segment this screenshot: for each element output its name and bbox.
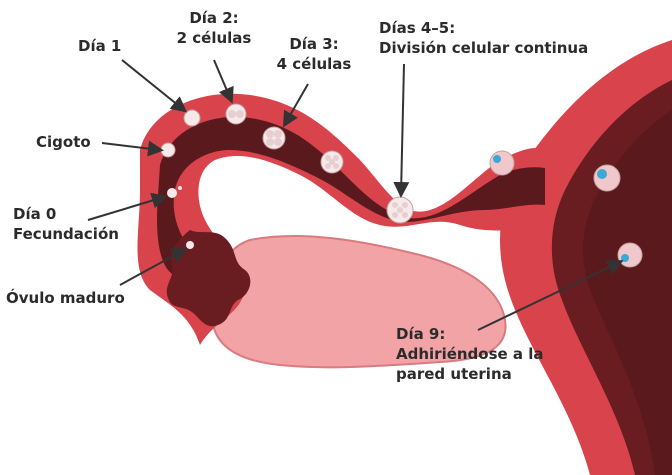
label-dia2-line2: 2 células (168, 28, 260, 48)
mature-ovum (186, 241, 194, 249)
label-cigoto-text: Cigoto (36, 132, 91, 152)
arrow-dia2 (214, 60, 231, 100)
label-dia0-line1: Día 0 (13, 204, 119, 224)
two-cell-embryo (226, 104, 246, 124)
dividing-embryo (387, 197, 413, 223)
zygote-cell (161, 143, 175, 157)
label-dia9-line2: Adhiriéndose a la (396, 344, 544, 364)
label-dia0-line2: Fecundación (13, 224, 119, 244)
label-dia0: Día 0 Fecundación (13, 204, 119, 244)
label-dia1-text: Día 1 (78, 36, 121, 56)
arrow-dia1 (122, 60, 184, 110)
four-cell-embryo (263, 127, 285, 149)
morula-cell (321, 151, 343, 173)
label-dia3: Día 3: 4 células (264, 34, 364, 74)
label-dia9-line1: Día 9: (396, 324, 544, 344)
label-dia1: Día 1 (78, 36, 121, 56)
label-dia2-line1: Día 2: (168, 8, 260, 28)
label-dias45-line1: Días 4–5: (379, 18, 588, 38)
implanting-blastocyst (618, 243, 642, 267)
label-cigoto: Cigoto (36, 132, 91, 152)
day1-cell (184, 110, 200, 126)
blastocyst-1 (490, 151, 514, 175)
label-dia2: Día 2: 2 células (168, 8, 260, 48)
label-dia9-line3: pared uterina (396, 364, 544, 384)
label-dia3-line2: 4 células (264, 54, 364, 74)
label-dia9: Día 9: Adhiriéndose a la pared uterina (396, 324, 544, 384)
label-ovulo-text: Óvulo maduro (6, 288, 125, 308)
arrow-dias45 (401, 64, 404, 194)
label-dias45: Días 4–5: División celular continua (379, 18, 588, 58)
label-dias45-line2: División celular continua (379, 38, 588, 58)
blastocyst-2 (594, 165, 620, 191)
label-ovulo: Óvulo maduro (6, 288, 125, 308)
label-dia3-line1: Día 3: (264, 34, 364, 54)
